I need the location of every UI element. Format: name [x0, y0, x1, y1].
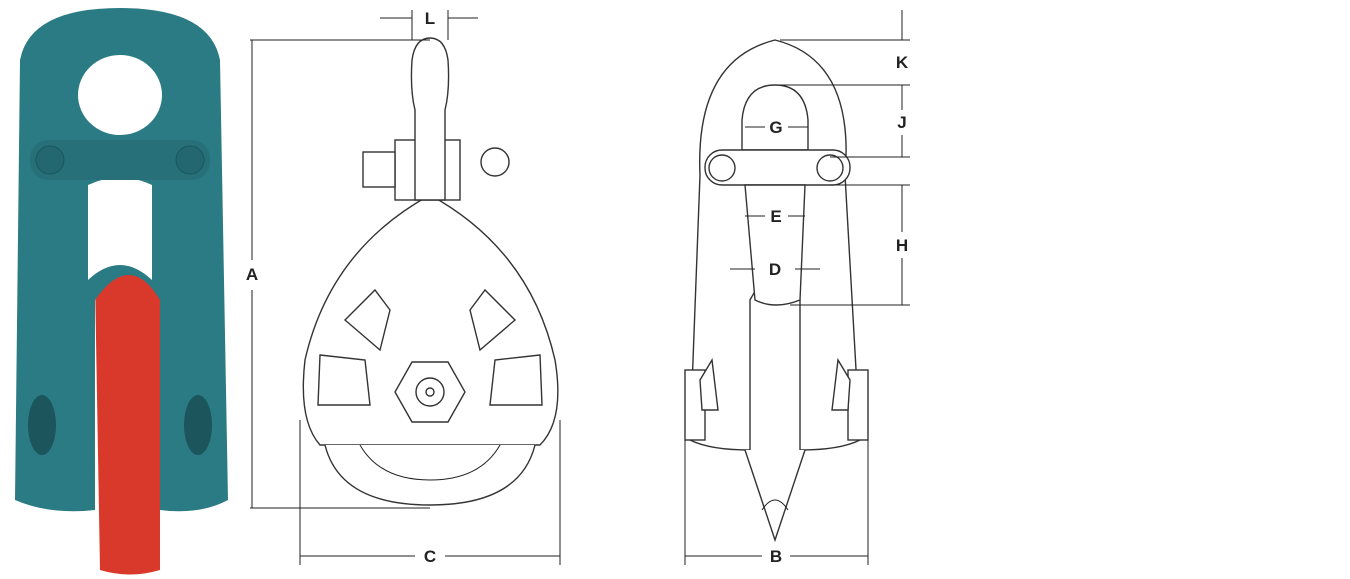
dimension-lines	[250, 10, 910, 565]
dim-label-G: G	[769, 118, 782, 137]
front-view-drawing	[302, 37, 559, 506]
dim-label-L: L	[425, 9, 435, 28]
dim-label-A: A	[246, 265, 258, 284]
side-view-drawing	[684, 39, 869, 543]
dim-label-K: K	[896, 53, 909, 72]
dim-label-J: J	[897, 113, 906, 132]
sheave-red	[95, 272, 160, 575]
dim-label-H: H	[896, 236, 908, 255]
dim-label-B: B	[770, 547, 782, 566]
dim-label-C: C	[424, 547, 436, 566]
dim-label-D: D	[769, 260, 781, 279]
eye-opening	[78, 55, 162, 135]
dim-label-E: E	[770, 207, 781, 226]
pulley-block-photo	[15, 8, 228, 575]
